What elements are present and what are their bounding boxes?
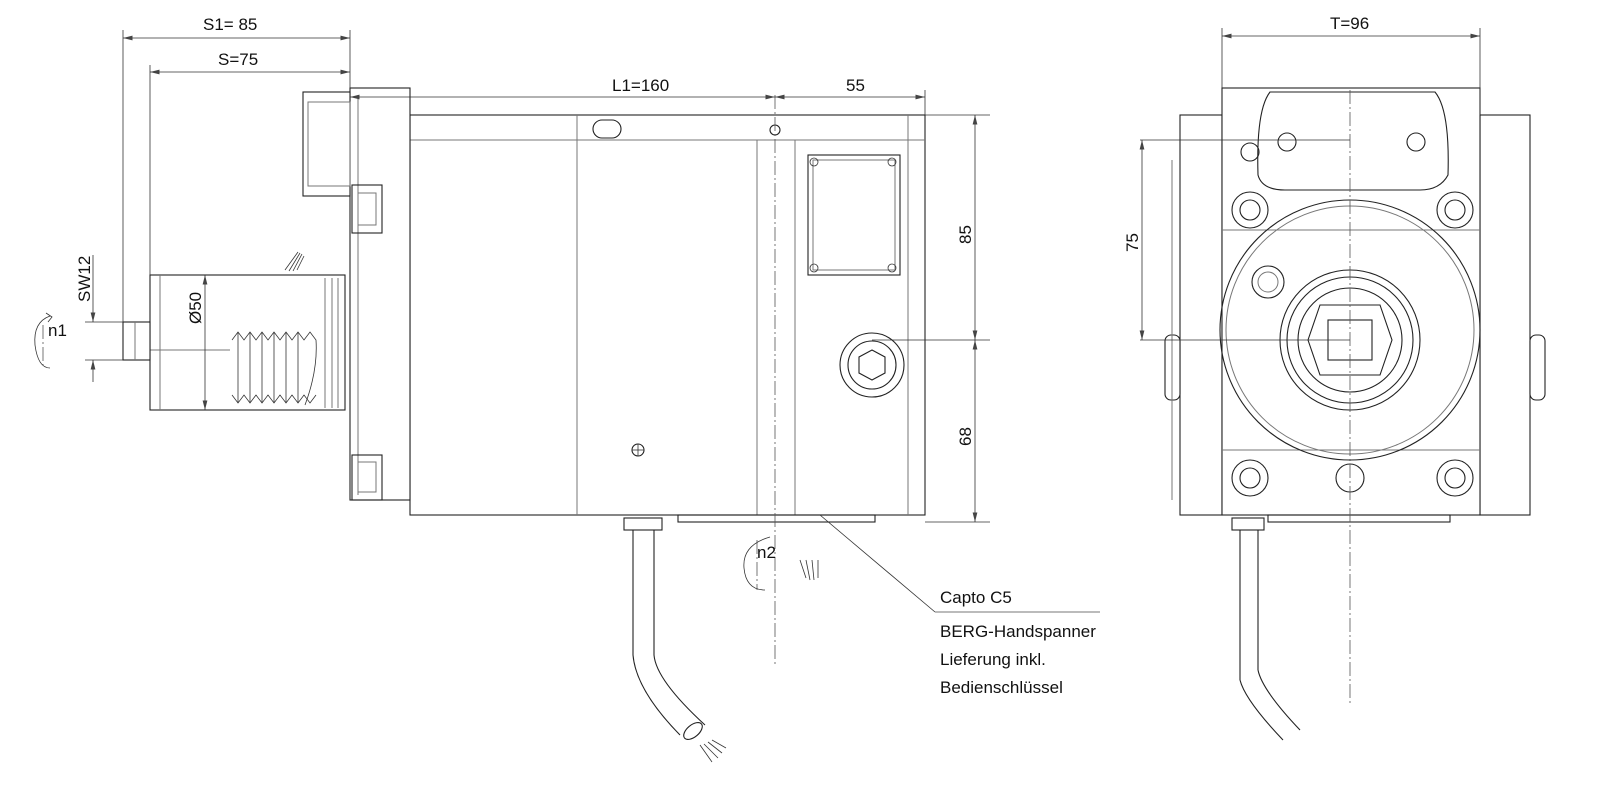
spindle bbox=[149, 274, 346, 411]
dim-diameter: Ø50 bbox=[186, 292, 205, 324]
dim-75: 75 bbox=[1123, 233, 1142, 252]
coolant-spray-icon bbox=[799, 559, 819, 581]
callout-title: Capto C5 bbox=[940, 588, 1012, 607]
coolant-pipe bbox=[623, 517, 706, 740]
callout: Capto C5 BERG-Handspanner Lieferung inkl… bbox=[819, 514, 1100, 697]
clamp-screw-icon bbox=[839, 332, 990, 398]
dim-l1: L1=160 bbox=[612, 76, 669, 95]
front-housing bbox=[1221, 87, 1481, 516]
coolant-spray-icon bbox=[284, 251, 305, 272]
side-dimensions: S1= 85 S=75 L1=160 55 85 68 SW12 Ø50 n1 … bbox=[34, 15, 990, 591]
dim-68: 68 bbox=[956, 427, 975, 446]
side-view bbox=[42, 87, 990, 763]
label-n1: n1 bbox=[48, 321, 67, 340]
dim-s1: S1= 85 bbox=[203, 15, 257, 34]
slot-icon bbox=[592, 119, 622, 139]
coolant-spray-icon bbox=[699, 739, 727, 763]
callout-line2: Lieferung inkl. bbox=[940, 650, 1046, 669]
thread bbox=[231, 331, 317, 406]
dim-55: 55 bbox=[846, 76, 865, 95]
flange bbox=[349, 87, 411, 501]
callout-line1: BERG-Handspanner bbox=[940, 622, 1096, 641]
rotation-arrow-icon bbox=[34, 315, 51, 369]
cover-plate bbox=[807, 154, 901, 276]
dim-85: 85 bbox=[956, 225, 975, 244]
drive-shaft bbox=[122, 321, 151, 361]
top-cover bbox=[1257, 91, 1449, 191]
rotation-arrow-icon bbox=[743, 536, 771, 591]
front-dimensions: T=96 75 bbox=[1123, 14, 1481, 340]
dim-t96: T=96 bbox=[1330, 14, 1369, 33]
front-view bbox=[1140, 87, 1546, 741]
dim-sw12: SW12 bbox=[75, 256, 94, 302]
callout-line3: Bedienschlüssel bbox=[940, 678, 1063, 697]
bolt-icons bbox=[1231, 191, 1474, 497]
housing-body bbox=[409, 114, 926, 516]
dim-s: S=75 bbox=[218, 50, 258, 69]
label-n2: n2 bbox=[757, 543, 776, 562]
